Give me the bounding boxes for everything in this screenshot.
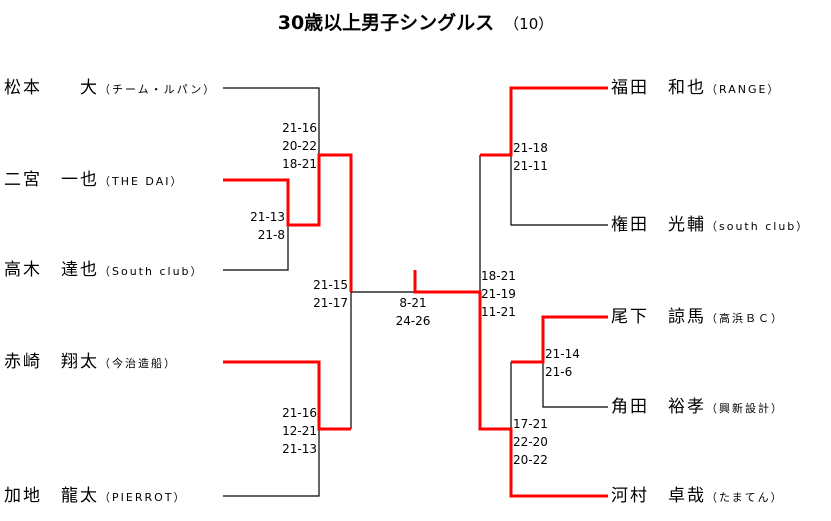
player-team: （South club） [99, 265, 204, 278]
player-name: 角田 裕孝 [611, 397, 706, 417]
player-name: 権田 光輔 [611, 215, 706, 235]
player-name: 河村 卓哉 [611, 486, 706, 506]
game-score: 21-18 [513, 141, 548, 155]
player-right-1: 福田 和也（RANGE） [611, 78, 780, 100]
score-left-semi: 21-15 21-17 [313, 276, 348, 312]
game-score: 18-21 [481, 269, 516, 283]
player-team: （チーム・ルパン） [99, 83, 217, 96]
player-left-1: 松本 大（チーム・ルパン） [4, 78, 216, 100]
player-right-5: 河村 卓哉（たまてん） [611, 486, 784, 508]
player-team: （PIERROT） [99, 491, 187, 504]
player-name: 赤崎 翔太 [4, 352, 99, 372]
title-text: 30歳以上男子シングルス [277, 12, 495, 34]
game-score: 21-13 [282, 442, 317, 456]
game-score: 11-21 [481, 305, 516, 319]
bracket-title: 30歳以上男子シングルス （10） [0, 8, 831, 35]
game-score: 21-6 [545, 365, 573, 379]
game-score: 21-15 [313, 278, 348, 292]
score-right-r1-top: 21-18 21-11 [513, 139, 548, 175]
line-kaji [223, 429, 320, 497]
game-score: 21-16 [282, 406, 317, 420]
game-score: 21-13 [250, 210, 285, 224]
game-score: 22-20 [513, 435, 548, 449]
game-score: 17-21 [513, 417, 548, 431]
score-left-r1: 21-13 21-8 [250, 208, 285, 244]
player-left-5: 加地 龍太（PIERROT） [4, 486, 187, 508]
title-subtitle: （10） [504, 15, 554, 33]
player-name: 二宮 一也 [4, 170, 99, 190]
line-takagi [223, 225, 289, 271]
game-score: 21-16 [282, 121, 317, 135]
player-right-2: 権田 光輔（south club） [611, 215, 809, 237]
player-name: 福田 和也 [611, 78, 706, 98]
game-score: 24-26 [395, 314, 431, 328]
line-matsumoto [223, 87, 320, 155]
player-name: 高木 達也 [4, 260, 99, 280]
game-score: 21-17 [313, 296, 348, 310]
win-path-akasaki [223, 360, 351, 431]
player-name: 松本 大 [4, 78, 99, 98]
player-name: 加地 龍太 [4, 486, 99, 506]
game-score: 18-21 [282, 157, 317, 171]
game-score: 21-19 [481, 287, 516, 301]
game-score: 12-21 [282, 424, 317, 438]
player-left-3: 高木 達也（South club） [4, 260, 204, 282]
player-right-3: 尾下 諒馬（高浜ＢＣ） [611, 307, 784, 329]
game-score: 21-8 [257, 228, 285, 242]
line-gonda [510, 155, 608, 226]
score-right-r1-bottom: 21-14 21-6 [545, 345, 580, 381]
line-kakuta [542, 362, 608, 408]
player-team: （興新設計） [706, 402, 784, 415]
game-score: 20-22 [282, 139, 317, 153]
score-final: 8-21 24-26 [383, 294, 443, 330]
score-right-semi: 18-21 21-19 11-21 [481, 267, 516, 321]
score-left-r1-bottom: 21-16 12-21 21-13 [282, 404, 317, 458]
player-left-4: 赤崎 翔太（今治造船） [4, 352, 177, 374]
player-team: （高浜ＢＣ） [706, 312, 784, 325]
player-team: （THE DAI） [99, 175, 184, 188]
game-score: 21-11 [513, 159, 548, 173]
game-score: 21-14 [545, 347, 580, 361]
win-path-fukuda [480, 86, 608, 157]
player-team: （south club） [706, 220, 810, 233]
player-name: 尾下 諒馬 [611, 307, 706, 327]
player-team: （RANGE） [706, 83, 781, 96]
win-path-oshita [511, 315, 608, 364]
game-score: 8-21 [399, 296, 427, 310]
player-right-4: 角田 裕孝（興新設計） [611, 397, 784, 419]
score-left-r2-top: 21-16 20-22 18-21 [282, 119, 317, 173]
player-team: （今治造船） [99, 357, 177, 370]
player-team: （たまてん） [706, 491, 784, 504]
player-left-2: 二宮 一也（THE DAI） [4, 170, 183, 192]
score-right-r2-bottom: 17-21 22-20 20-22 [513, 415, 548, 469]
win-path-final [413, 270, 608, 498]
win-path-ninomiya [223, 153, 353, 292]
game-score: 20-22 [513, 453, 548, 467]
